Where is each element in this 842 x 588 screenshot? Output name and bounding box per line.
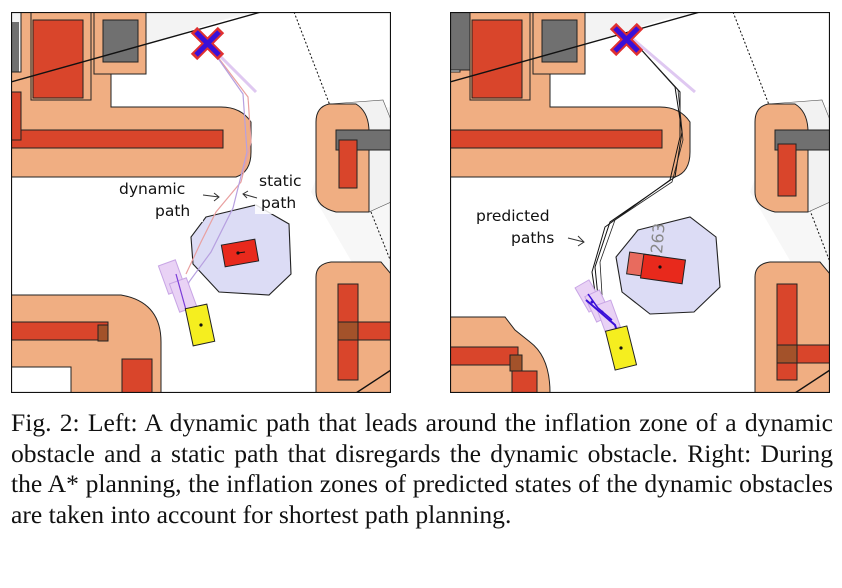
obstacle (11, 321, 109, 341)
obstacle (777, 143, 797, 197)
map-boundary (355, 369, 391, 393)
obstacle-heading (237, 251, 246, 254)
dynamic-path-label-line2: path (155, 202, 190, 220)
goal-marker (609, 22, 644, 57)
dynamic-path-line (185, 43, 252, 275)
obstacle-overlap (509, 354, 523, 372)
label-backdrop (472, 202, 564, 248)
obstacle-overlap (337, 321, 359, 341)
panel-border (11, 12, 391, 393)
obstacle (11, 91, 22, 141)
obstacle (471, 19, 523, 99)
map-boundary (11, 12, 262, 83)
obstacle-center (658, 265, 662, 269)
static-path-line (182, 43, 248, 303)
map-boundary (450, 12, 701, 83)
obstacle (121, 358, 153, 393)
label-backdrop (111, 178, 203, 222)
free-pocket (11, 366, 72, 393)
dotted-boundary (732, 12, 830, 263)
predicted-paths-label-line2: paths (511, 229, 554, 247)
vehicle-center (199, 323, 203, 327)
static-obstacle (450, 12, 471, 71)
vehicle-center (619, 346, 623, 350)
label-backdrop (255, 170, 311, 214)
obstacle-id-label: 263 (647, 222, 669, 254)
left-map-panel: dynamic path static path (11, 12, 391, 393)
dotted-boundary (370, 211, 391, 263)
predicted-path (599, 33, 684, 311)
obstacle-overlap (776, 344, 798, 364)
static-path-label-line1: static (259, 172, 302, 190)
trajectory (175, 273, 187, 311)
panel-border (450, 12, 830, 393)
path-trace (626, 32, 696, 94)
obstacle (450, 129, 663, 149)
obstacle (11, 129, 224, 149)
right-map-canvas: 263 predicted paths (450, 12, 830, 393)
obstacle (776, 283, 798, 381)
obstacle (511, 370, 538, 393)
static-path-label-line2: path (261, 194, 296, 212)
predicted-vehicle-states (574, 279, 621, 341)
dynamic-obstacle (639, 253, 687, 285)
right-map-panel: 263 predicted paths (450, 12, 830, 393)
obstacle-overlap (97, 324, 109, 342)
obstacle (338, 139, 358, 189)
static-obstacle (102, 19, 139, 63)
figure-caption: Fig. 2: Left: A dynamic path that leads … (11, 408, 833, 529)
goal-marker (190, 26, 225, 61)
predicted-arrow-icon (567, 235, 585, 247)
dynamic-arrow-icon (202, 192, 220, 202)
dynamic-path-label-line1: dynamic (119, 180, 185, 198)
predicted-path (591, 33, 681, 313)
static-arrow-icon (242, 190, 258, 199)
obstacle (450, 346, 519, 366)
left-map-canvas: dynamic path static path (11, 12, 391, 393)
obstacle (32, 19, 84, 99)
predicted-paths-label-line1: predicted (476, 207, 550, 225)
static-obstacle (541, 19, 578, 63)
map-boundary (794, 369, 830, 393)
